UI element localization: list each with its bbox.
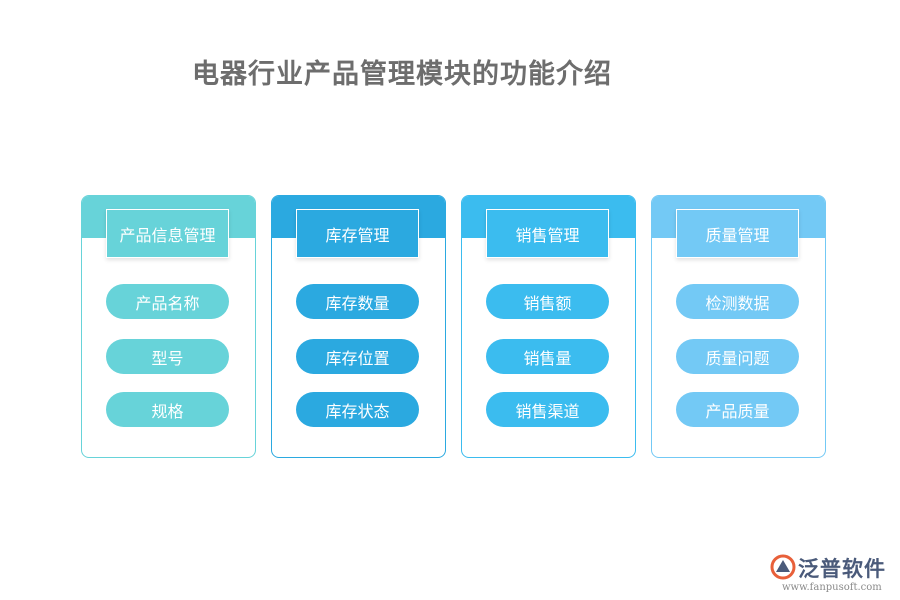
module-item: 销售额 [486, 284, 609, 319]
module-header: 质量管理 [676, 209, 799, 258]
module-item: 规格 [106, 392, 229, 427]
module-header: 产品信息管理 [106, 209, 229, 258]
module-card-product-info: 产品信息管理产品名称型号规格 [81, 195, 256, 458]
module-card-sales: 销售管理销售额销售量销售渠道 [461, 195, 636, 458]
module-item: 库存位置 [296, 339, 419, 374]
module-header: 库存管理 [296, 209, 419, 258]
page-title: 电器行业产品管理模块的功能介绍 [192, 59, 612, 90]
logo-icon [770, 554, 796, 580]
module-item: 库存数量 [296, 284, 419, 319]
module-item: 型号 [106, 339, 229, 374]
brand-logo: 泛普软件 www.fanpusoft.com [770, 552, 895, 597]
module-item: 产品质量 [676, 392, 799, 427]
module-card-quality: 质量管理检测数据质量问题产品质量 [651, 195, 826, 458]
module-header: 销售管理 [486, 209, 609, 258]
module-card-inventory: 库存管理库存数量库存位置库存状态 [271, 195, 446, 458]
module-item: 产品名称 [106, 284, 229, 319]
logo-brand: 泛普软件 [798, 557, 886, 581]
module-item: 库存状态 [296, 392, 419, 427]
module-item: 质量问题 [676, 339, 799, 374]
module-item: 销售渠道 [486, 392, 609, 427]
module-item: 销售量 [486, 339, 609, 374]
logo-url: www.fanpusoft.com [782, 582, 882, 593]
module-item: 检测数据 [676, 284, 799, 319]
